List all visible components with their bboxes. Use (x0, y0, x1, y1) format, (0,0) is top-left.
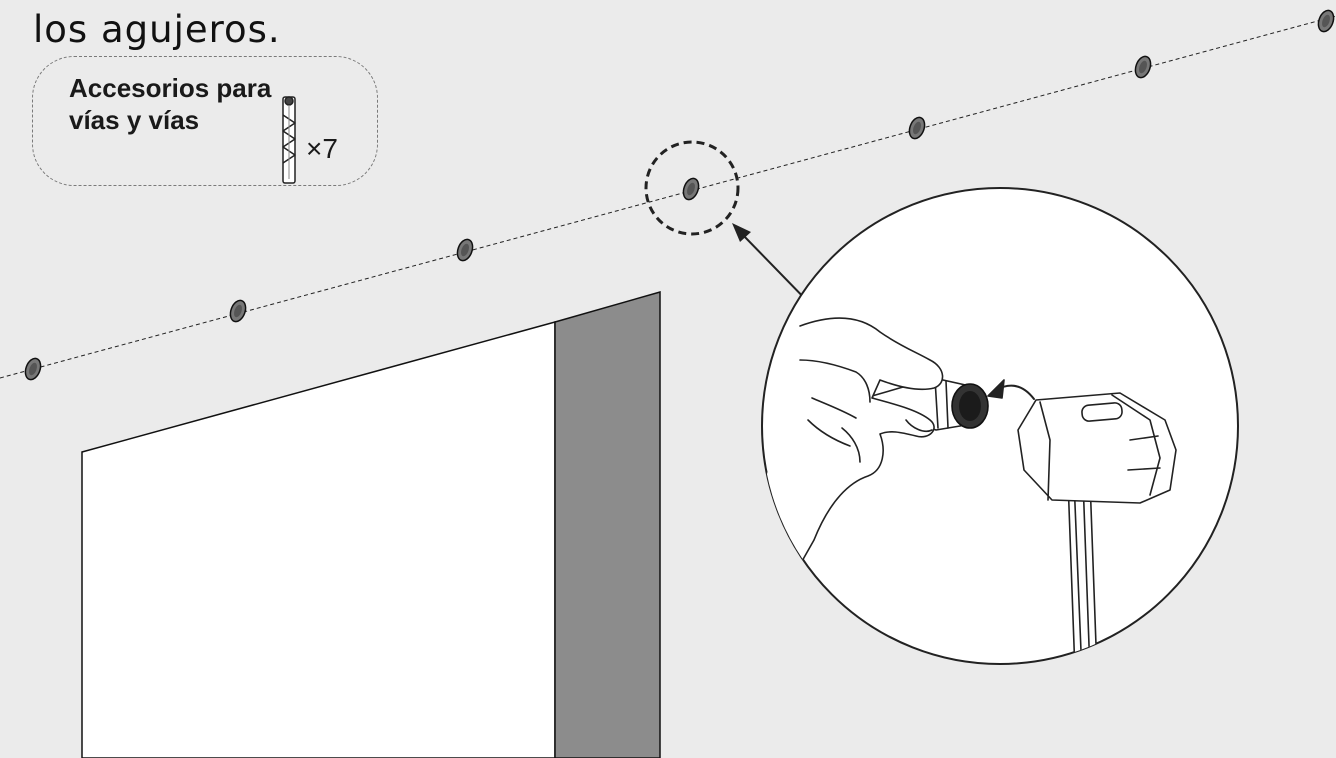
drill-hole-icon (1134, 55, 1152, 79)
drill-hole-icon (682, 177, 700, 201)
accessories-panel: Accesorios para vías y vías ×7 (32, 56, 378, 186)
accessories-quantity: ×7 (306, 133, 338, 164)
drill-hole-icon (908, 116, 926, 140)
drill-hole-icon (1317, 9, 1335, 33)
drill-hole-icon (456, 238, 474, 262)
dashed-highlight-circle (644, 140, 740, 236)
drill-hole-icon (229, 299, 247, 323)
instruction-text: los agujeros. (33, 8, 281, 51)
door-frame-side (554, 291, 661, 758)
accessories-title: Accesorios para vías y vías (69, 72, 271, 136)
accessories-title-line-1: Accesorios para (69, 73, 272, 103)
drill-hole-icon (24, 357, 42, 381)
accessories-title-line-2: vías y vías (69, 105, 200, 135)
hammer-icon (1017, 392, 1177, 664)
wall-anchor-icon (282, 96, 296, 184)
hand-inserting-anchor-illustration (761, 187, 1239, 665)
door-panel (81, 321, 556, 758)
